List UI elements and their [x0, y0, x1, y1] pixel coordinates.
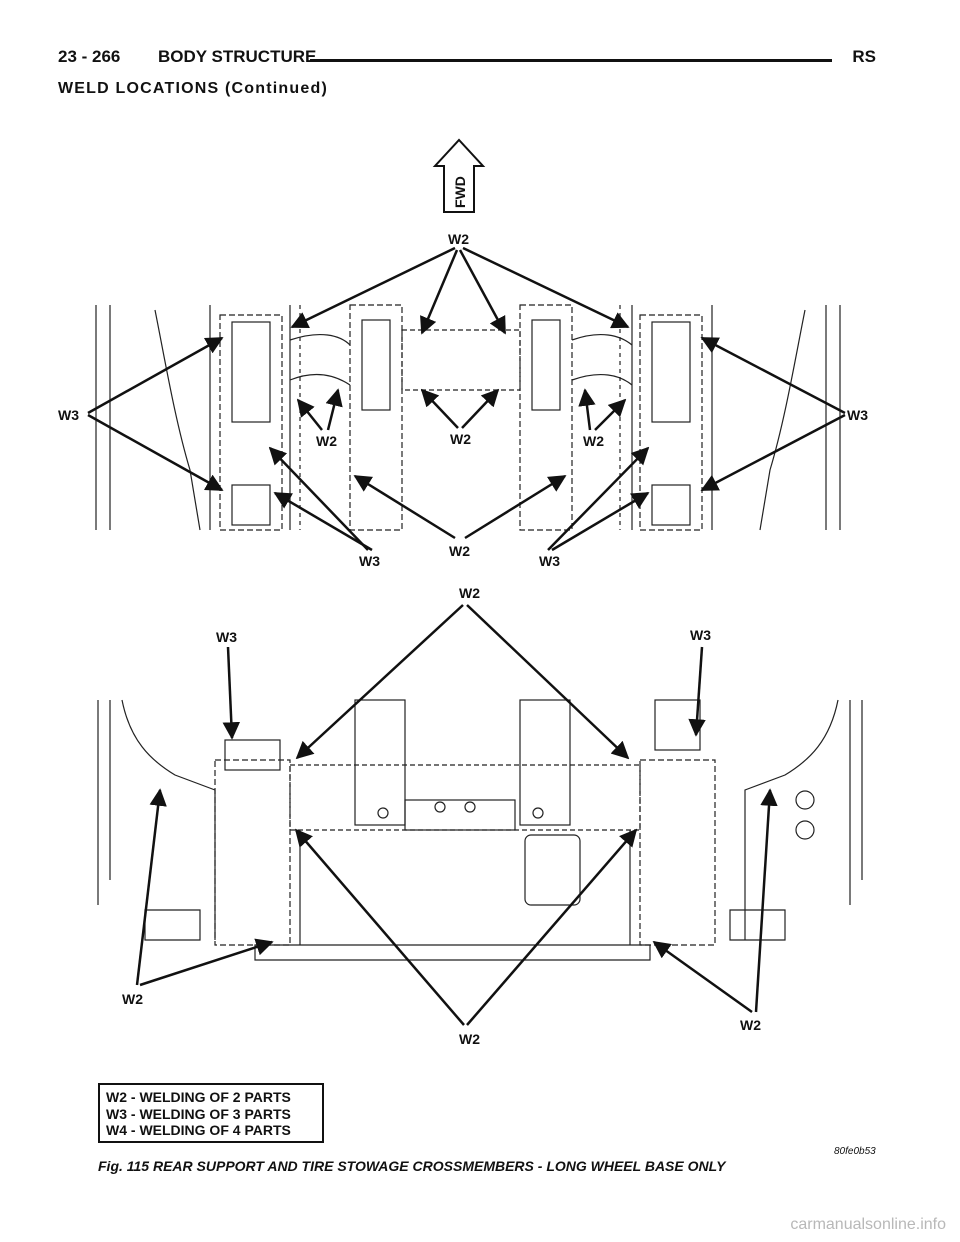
label-w3-right: W3: [847, 407, 868, 423]
label-w2-bottom-view-right: W2: [740, 1017, 761, 1033]
label-w2-bottom-view-bottom: W2: [459, 1031, 480, 1047]
legend-row: W4 - WELDING OF 4 PARTS: [106, 1122, 291, 1138]
label-w2-bottom-center: W2: [449, 543, 470, 559]
bottom-view-structure: [97, 699, 863, 961]
bottom-view-arrows: [135, 604, 778, 1026]
legend-row: W3 - WELDING OF 3 PARTS: [106, 1105, 291, 1122]
top-view-structure: [95, 304, 841, 531]
weld-legend: W2 - WELDING OF 2 PARTS W3 - WELDING OF …: [98, 1083, 324, 1143]
watermark: carmanualsonline.info: [790, 1216, 946, 1233]
label-w2-bottom-view-left: W2: [122, 991, 143, 1007]
top-view-arrows: [87, 246, 846, 552]
header-rule: [310, 59, 832, 62]
page-number: 23 - 266: [58, 47, 121, 66]
section-title: BODY STRUCTURE: [158, 47, 317, 66]
label-w3-bottom-right: W3: [539, 553, 560, 569]
label-w3-bottom-view-left: W3: [216, 629, 237, 645]
label-w3-bottom-view-right: W3: [690, 627, 711, 643]
model-code: RS: [852, 47, 876, 66]
legend-row: W2 - WELDING OF 2 PARTS: [106, 1089, 291, 1105]
label-w2-left-mid: W2: [316, 433, 337, 449]
page-subtitle: WELD LOCATIONS (Continued): [58, 80, 328, 97]
page-header: 23 - 266 BODY STRUCTURE RS: [58, 47, 876, 73]
label-w2-top: W2: [448, 231, 469, 247]
label-w2-right-mid: W2: [583, 433, 604, 449]
figure-id: 80fe0b53: [834, 1146, 876, 1157]
label-w2-bottom-top: W2: [459, 585, 480, 601]
label-w3-bottom-left: W3: [359, 553, 380, 569]
figure-caption: Fig. 115 REAR SUPPORT AND TIRE STOWAGE C…: [98, 1158, 726, 1174]
fwd-arrow-icon: FWD: [432, 138, 486, 213]
svg-text:FWD: FWD: [452, 176, 468, 208]
label-w2-center-mid: W2: [450, 431, 471, 447]
label-w3-left: W3: [58, 407, 79, 423]
